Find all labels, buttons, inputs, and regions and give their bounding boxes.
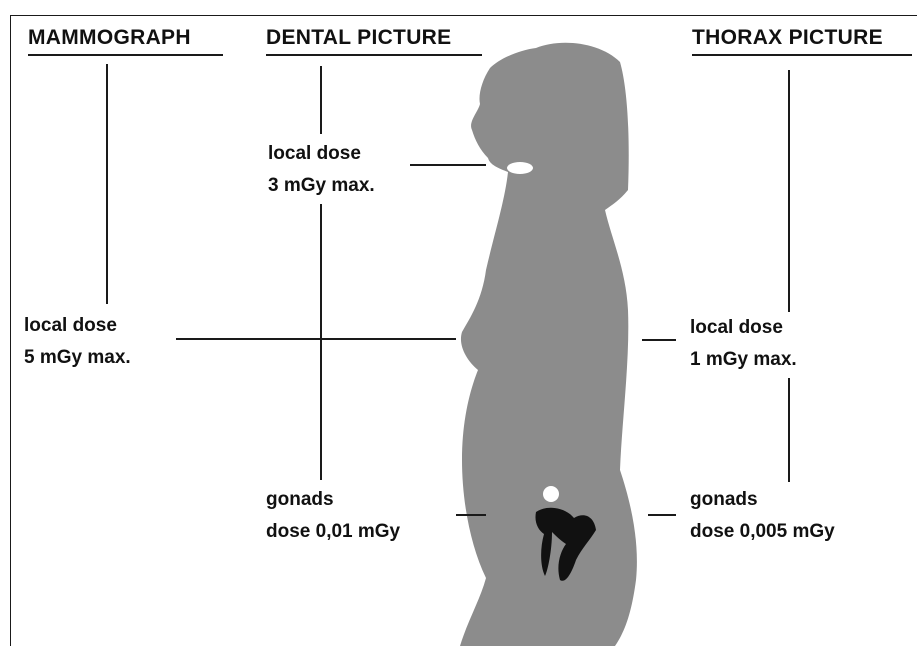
dental-gonads-dose-label: gonads dose 0,01 mGy (266, 484, 400, 548)
thorax-vertical-line-bottom (788, 378, 790, 482)
dental-gonads-pointer-line (456, 514, 486, 516)
header-thorax-underline (692, 54, 912, 56)
dental-gonads-dose-line1: gonads (266, 484, 400, 516)
mammograph-vertical-line (106, 64, 108, 304)
teeth-mark (507, 162, 533, 174)
bladder-mark (543, 486, 559, 502)
header-mammograph-underline (28, 54, 223, 56)
dental-local-dose-label: local dose 3 mGy max. (268, 138, 375, 202)
thorax-local-dose-line1: local dose (690, 312, 797, 344)
thorax-local-dose-label: local dose 1 mGy max. (690, 312, 797, 376)
thorax-gonads-pointer-line (648, 514, 676, 516)
dental-local-dose-line1: local dose (268, 138, 375, 170)
mammograph-local-dose-line1: local dose (24, 310, 131, 342)
thorax-local-pointer-line (642, 339, 676, 341)
mammograph-local-dose-line2: 5 mGy max. (24, 342, 131, 374)
header-mammograph: MAMMOGRAPH (28, 26, 191, 50)
mammograph-pointer-line (176, 338, 456, 340)
header-thorax: THORAX PICTURE (692, 26, 883, 50)
mammograph-local-dose-label: local dose 5 mGy max. (24, 310, 131, 374)
thorax-vertical-line-top (788, 70, 790, 312)
dental-local-pointer-line (410, 164, 486, 166)
dental-gonads-dose-line2: dose 0,01 mGy (266, 516, 400, 548)
thorax-gonads-dose-line1: gonads (690, 484, 835, 516)
dental-local-dose-line2: 3 mGy max. (268, 170, 375, 202)
thorax-local-dose-line2: 1 mGy max. (690, 344, 797, 376)
header-dental: DENTAL PICTURE (266, 26, 451, 50)
header-dental-underline (266, 54, 482, 56)
dental-vertical-line-top (320, 66, 322, 134)
thorax-gonads-dose-label: gonads dose 0,005 mGy (690, 484, 835, 548)
thorax-gonads-dose-line2: dose 0,005 mGy (690, 516, 835, 548)
dental-vertical-line-bottom (320, 204, 322, 480)
